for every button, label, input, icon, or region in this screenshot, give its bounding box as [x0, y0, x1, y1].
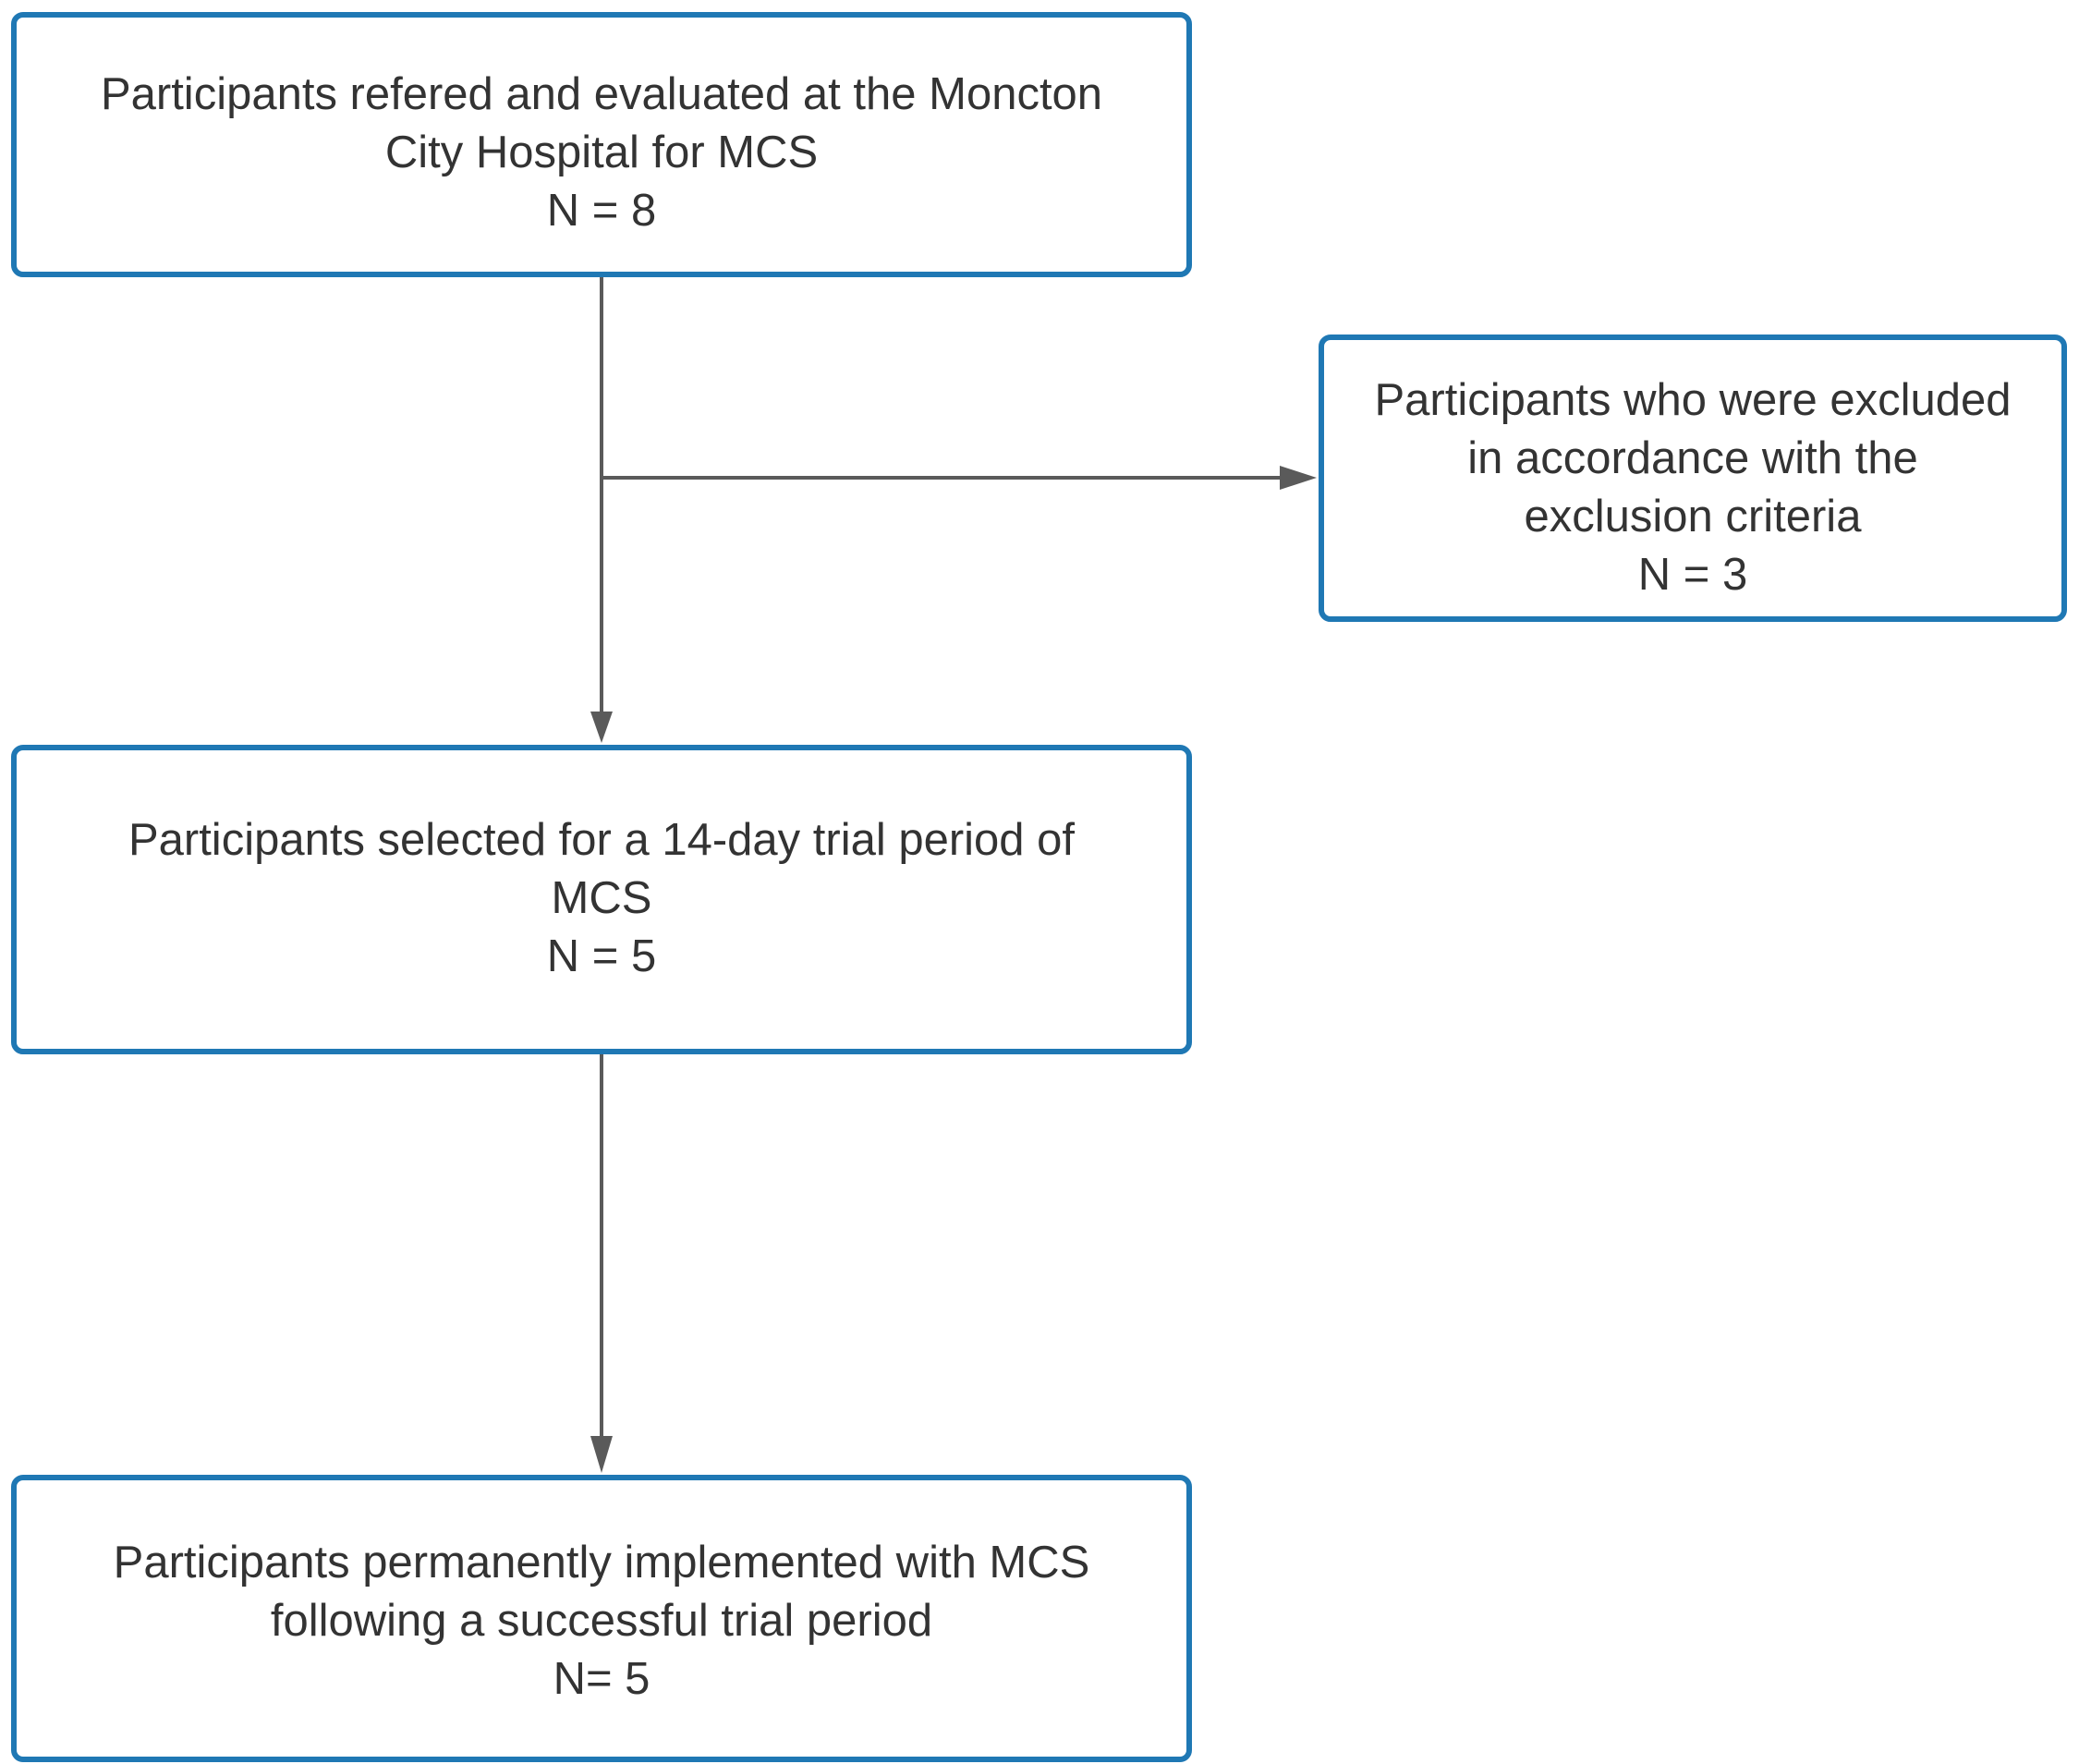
arrowhead-excluded — [1280, 466, 1317, 490]
participant-count: N = 8 — [546, 186, 657, 236]
box-text-line: Participants who were excluded — [1374, 375, 2012, 425]
participant-count: N = 3 — [1637, 550, 1748, 600]
participant-count: N = 5 — [546, 931, 657, 981]
box-text-line: Participants selected for a 14-day trial… — [128, 815, 1076, 865]
participant-count: N= 5 — [553, 1654, 650, 1704]
box-text-line: following a successful trial period — [270, 1596, 933, 1646]
box-text-line: Participants refered and evaluated at th… — [100, 69, 1103, 119]
box-text-line: MCS — [551, 873, 652, 923]
box-text-line: exclusion criteria — [1524, 492, 1862, 541]
box-excluded-participants: Participants who were excluded in accord… — [1319, 335, 2067, 622]
box-text-line: Participants permanently implemented wit… — [113, 1538, 1090, 1588]
box-trial-participants: Participants selected for a 14-day trial… — [11, 745, 1192, 1054]
box-text-line: City Hospital for MCS — [384, 128, 819, 177]
box-referred-participants: Participants refered and evaluated at th… — [11, 12, 1192, 277]
arrowhead-implanted — [590, 1436, 613, 1473]
arrowhead-trial — [590, 712, 613, 743]
box-implanted-participants: Participants permanently implemented wit… — [11, 1475, 1192, 1762]
box-text-line: in accordance with the — [1467, 433, 1918, 483]
